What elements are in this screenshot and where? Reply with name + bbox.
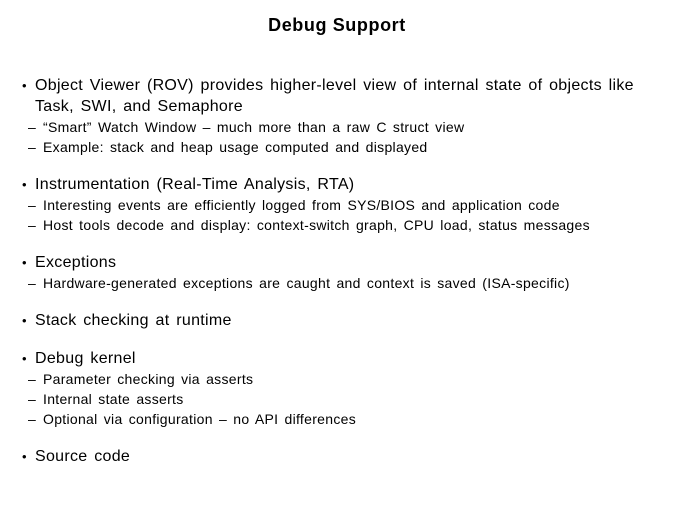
dash-marker-icon: –	[28, 139, 37, 155]
bullet-text: Debug kernel	[35, 350, 136, 367]
sub-bullet-text: Example: stack and heap usage computed a…	[43, 139, 428, 155]
bullet-group-object-viewer: • Object Viewer (ROV) provides higher-le…	[0, 75, 674, 157]
bullet-text: Object Viewer (ROV) provides higher-leve…	[35, 77, 634, 115]
sub-bullet-item: – Optional via configuration – no API di…	[0, 409, 674, 429]
sub-bullet-text: Host tools decode and display: context-s…	[43, 217, 590, 233]
dash-marker-icon: –	[28, 119, 37, 135]
dash-marker-icon: –	[28, 275, 37, 291]
bullet-marker-icon: •	[22, 78, 27, 93]
bullet-text: Exceptions	[35, 254, 117, 271]
sub-bullet-item: – Example: stack and heap usage computed…	[0, 137, 674, 157]
bullet-item: • Stack checking at runtime	[0, 310, 674, 331]
sub-bullet-text: Parameter checking via asserts	[43, 371, 254, 387]
bullet-item: • Exceptions	[0, 252, 674, 273]
bullet-group-debug-kernel: • Debug kernel – Parameter checking via …	[0, 348, 674, 429]
bullet-marker-icon: •	[22, 449, 27, 464]
bullet-group-source-code: • Source code	[0, 446, 674, 467]
bullet-item: • Source code	[0, 446, 674, 467]
bullet-marker-icon: •	[22, 351, 27, 366]
sub-bullet-item: – “Smart” Watch Window – much more than …	[0, 117, 674, 137]
sub-bullet-item: – Parameter checking via asserts	[0, 369, 674, 389]
slide-title: Debug Support	[268, 15, 406, 35]
dash-marker-icon: –	[28, 371, 37, 387]
bullet-marker-icon: •	[22, 177, 27, 192]
bullet-text: Source code	[35, 448, 131, 465]
sub-bullet-text: Interesting events are efficiently logge…	[43, 197, 560, 213]
sub-bullet-item: – Internal state asserts	[0, 389, 674, 409]
sub-bullet-item: – Host tools decode and display: context…	[0, 215, 674, 235]
bullet-group-instrumentation: • Instrumentation (Real-Time Analysis, R…	[0, 174, 674, 235]
bullet-item: • Debug kernel	[0, 348, 674, 369]
bullet-marker-icon: •	[22, 313, 27, 328]
bullet-item: • Object Viewer (ROV) provides higher-le…	[0, 75, 674, 117]
dash-marker-icon: –	[28, 391, 37, 407]
dash-marker-icon: –	[28, 197, 37, 213]
slide-body: • Object Viewer (ROV) provides higher-le…	[0, 75, 674, 467]
bullet-item: • Instrumentation (Real-Time Analysis, R…	[0, 174, 674, 195]
sub-bullet-text: Hardware-generated exceptions are caught…	[43, 275, 570, 291]
sub-bullet-item: – Interesting events are efficiently log…	[0, 195, 674, 215]
dash-marker-icon: –	[28, 411, 37, 427]
bullet-group-stack-checking: • Stack checking at runtime	[0, 310, 674, 331]
bullet-text: Instrumentation (Real-Time Analysis, RTA…	[35, 176, 355, 193]
sub-bullet-item: – Hardware-generated exceptions are caug…	[0, 273, 674, 293]
dash-marker-icon: –	[28, 217, 37, 233]
bullet-group-exceptions: • Exceptions – Hardware-generated except…	[0, 252, 674, 293]
bullet-text: Stack checking at runtime	[35, 312, 232, 329]
sub-bullet-text: Internal state asserts	[43, 391, 184, 407]
sub-bullet-text: Optional via configuration – no API diff…	[43, 411, 357, 427]
sub-bullet-text: “Smart” Watch Window – much more than a …	[43, 119, 465, 135]
bullet-marker-icon: •	[22, 255, 27, 270]
